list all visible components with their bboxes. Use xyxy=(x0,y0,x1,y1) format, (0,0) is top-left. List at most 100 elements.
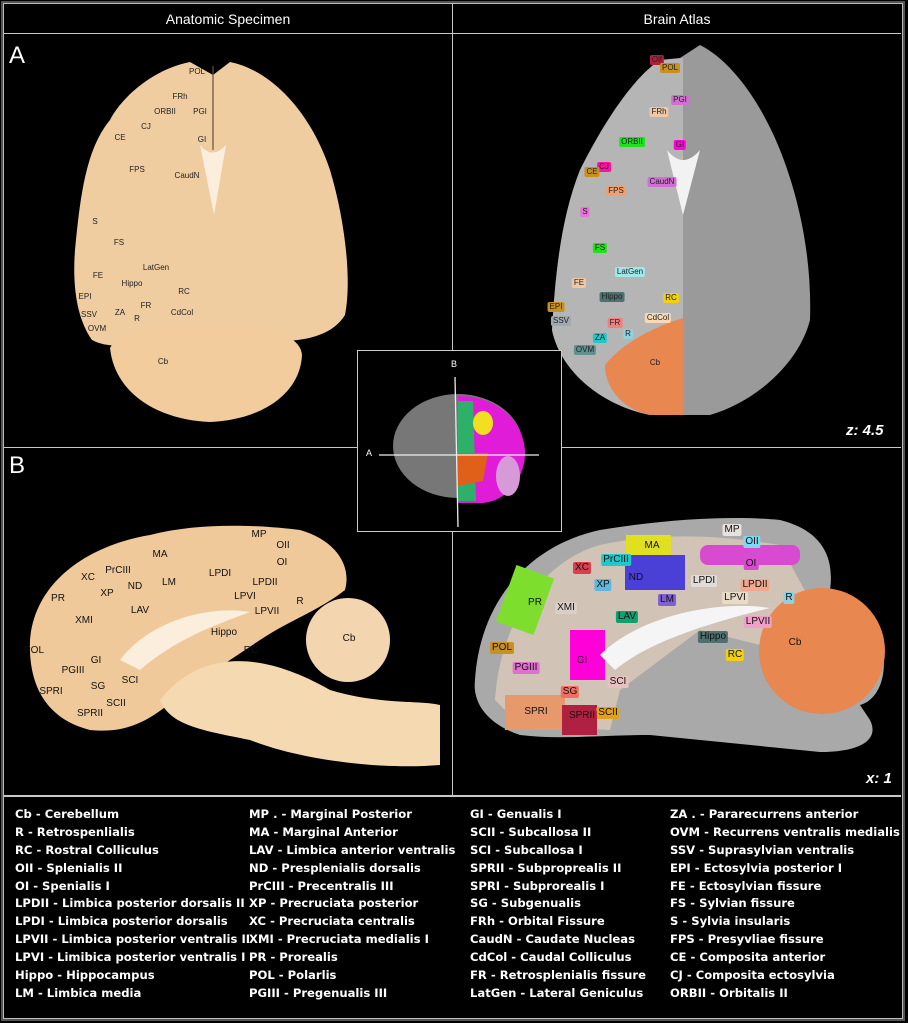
region-label-r: R xyxy=(134,314,140,323)
region-label-prciii: PrCIII xyxy=(105,565,131,576)
legend-item: ZA . - Pararecurrens anterior xyxy=(670,807,859,821)
region-label-epi: EPI xyxy=(78,292,92,301)
region-label-olf: Olf xyxy=(649,55,665,65)
region-label-sprii: SPRII xyxy=(566,710,598,722)
region-label-hippo: Hippo xyxy=(121,279,143,288)
region-label-sg: SG xyxy=(560,686,580,698)
panel-divider-right xyxy=(560,447,901,448)
figure-frame xyxy=(3,3,903,1019)
region-label-oii: OII xyxy=(743,536,761,548)
region-label-ssv: SSV xyxy=(80,310,98,319)
region-label-s: S xyxy=(92,217,98,226)
inset-axis-b-label: B xyxy=(451,359,458,369)
panel-b-letter: B xyxy=(9,452,26,479)
region-label-cb: Cb xyxy=(786,637,804,649)
legend-item: PR - Prorealis xyxy=(249,950,338,965)
region-label-nd: ND xyxy=(626,572,646,584)
panel-divider xyxy=(4,447,357,448)
legend-item: LPVI - Limibica posterior ventralis I xyxy=(15,950,246,965)
region-label-prciii: PrCIII xyxy=(601,554,631,566)
axial-atlas-left-colored xyxy=(552,58,683,415)
region-label-s: S xyxy=(580,207,590,217)
legend-divider xyxy=(4,795,901,797)
region-label-cb: Cb xyxy=(647,358,663,368)
legend-item: PrCIII - Precentralis III xyxy=(249,878,394,893)
legend-item: MP . - Marginal Posterior xyxy=(249,807,412,821)
panel-a-letter: A xyxy=(9,42,26,69)
region-label-pol: POL xyxy=(659,63,681,73)
panel-b-coordinate: x: 1 xyxy=(866,770,892,787)
region-label-hippo: Hippo xyxy=(697,631,729,643)
region-label-lpvii: LPVII xyxy=(254,606,280,617)
region-label-lav: LAV xyxy=(130,605,150,616)
region-label-pol: POL xyxy=(23,645,45,656)
region-label-rc: RC xyxy=(663,293,679,303)
region-label-fr: FR xyxy=(140,301,152,310)
legend-item: FE - Ectosylvian fissure xyxy=(670,878,822,893)
region-label-sprii: SPRII xyxy=(76,708,104,719)
region-label-ce: CE xyxy=(114,133,126,142)
legend-item: LPDI - Limbica posterior dorsalis xyxy=(15,914,228,929)
legend-item: EPI - Ectosylvia posterior I xyxy=(670,860,843,875)
region-label-frh: FRh xyxy=(649,107,669,117)
region-label-ma: MA xyxy=(642,540,662,552)
region-label-lm: LM xyxy=(162,577,176,588)
legend-item: XMI - Precruciata medialis I xyxy=(249,932,429,947)
region-label-mp: MP xyxy=(251,529,267,540)
region-label-orbii: ORBII xyxy=(619,137,645,147)
region-label-pr: PR xyxy=(51,593,65,604)
sagittal-atlas-corpus-callosum xyxy=(600,605,770,670)
region-label-pgiii: PGIII xyxy=(61,665,85,676)
region-label-lpdi: LPDI xyxy=(690,575,718,587)
region-label-lpvi: LPVI xyxy=(722,592,748,604)
sagittal-atlas-region-pr xyxy=(495,564,555,636)
sagittal-specimen-cerebellum xyxy=(306,598,390,682)
legend-item: MA - Marginal Anterior xyxy=(249,824,398,839)
region-label-rc: RC xyxy=(725,649,745,661)
region-label-oi: OI xyxy=(743,558,759,570)
header-anatomic-specimen: Anatomic Specimen xyxy=(165,11,291,27)
region-label-cj: CJ xyxy=(597,162,611,172)
legend-column: MP . - Marginal Posterior MA - Marginal A… xyxy=(249,806,455,1003)
region-label-fr: FR xyxy=(607,318,623,328)
region-label-fps: FPS xyxy=(129,165,145,174)
legend-item: CJ - Composita ectosylvia xyxy=(670,968,835,983)
legend-item: R - Retrospenlialis xyxy=(15,824,135,839)
region-label-latgen: LatGen xyxy=(142,263,170,272)
axial-atlas-ventricle xyxy=(667,150,700,215)
region-label-mp: MP xyxy=(722,524,742,536)
region-label-lm: LM xyxy=(658,594,676,606)
region-label-fps: FPS xyxy=(606,186,626,196)
region-label-xp: XP xyxy=(594,579,612,591)
region-label-frh: FRh xyxy=(172,92,188,101)
legend-item: Cb - Cerebellum xyxy=(15,807,120,821)
legend-item: LatGen - Lateral Geniculus xyxy=(470,985,644,1000)
region-label-epi: EPI xyxy=(547,302,565,312)
legend-item: FRh - Orbital Fissure xyxy=(470,914,605,929)
region-label-ovm: OVM xyxy=(573,345,597,355)
region-label-ce: CE xyxy=(584,167,600,177)
legend-item: XC - Precruciata centralis xyxy=(249,914,415,929)
region-label-gi: GI xyxy=(197,135,207,144)
region-label-r: R xyxy=(296,596,304,607)
column-divider-bottom xyxy=(452,530,453,795)
axial-atlas-cerebellum-region xyxy=(605,318,683,415)
legend-item: OII - Splenialis II xyxy=(15,860,123,875)
region-label-fs: FS xyxy=(592,243,608,253)
legend-item: FS - Sylvian fissure xyxy=(670,896,795,911)
legend-item: OVM - Recurrens ventralis medialis xyxy=(670,824,900,839)
region-label-xc: XC xyxy=(573,562,591,574)
legend-item: POL - Polarlis xyxy=(249,968,337,983)
region-label-r: R xyxy=(623,329,633,339)
legend-item: ND - Presplenialis dorsalis xyxy=(249,860,421,875)
legend-item: LM - Limbica media xyxy=(15,985,142,1000)
region-label-latgen: LatGen xyxy=(614,267,646,277)
3d-brain-render xyxy=(379,376,539,528)
legend-item: SCI - Subcallosa I xyxy=(470,842,583,857)
region-label-caudn: CaudN xyxy=(647,177,677,187)
region-label-pol: POL xyxy=(489,642,515,654)
region-label-pgi: PGI xyxy=(193,107,207,116)
region-label-hippo: Hippo xyxy=(599,292,625,302)
